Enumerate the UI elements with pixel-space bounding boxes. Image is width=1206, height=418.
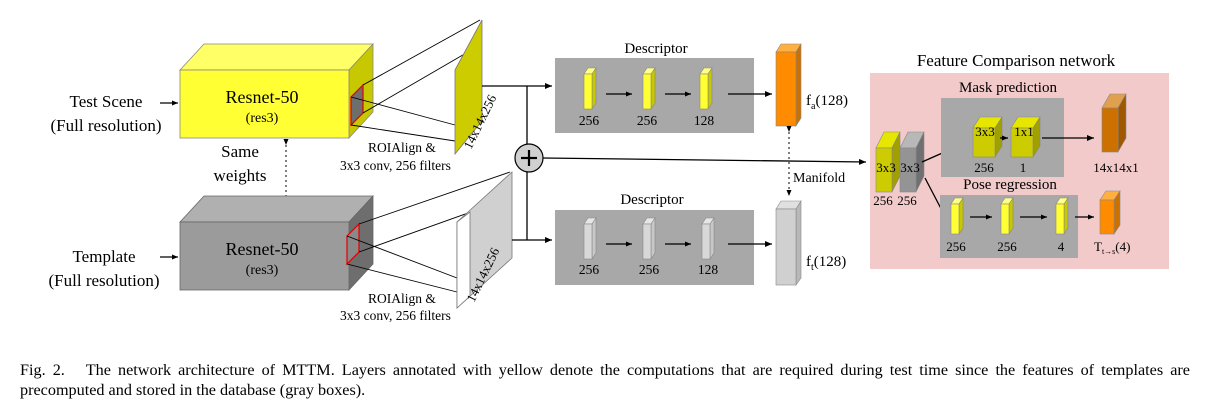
pose-output-label: Tt→s(4) bbox=[1094, 239, 1130, 256]
fcn-input-layer bbox=[875, 131, 901, 193]
roi-top-op: ROIAlign & bbox=[368, 140, 436, 155]
descriptor-bottom: Descriptor 256 256 128 bbox=[555, 192, 772, 285]
pose-layer bbox=[950, 197, 964, 235]
descriptor-bottom-layer bbox=[701, 217, 715, 260]
backbone-bottom: Resnet-50 (res3) bbox=[179, 194, 374, 292]
fcn-title: Feature Comparison network bbox=[917, 51, 1116, 70]
pose-layer bbox=[1000, 197, 1014, 235]
manifold-label: Manifold bbox=[793, 171, 845, 186]
roi-feature-map-bottom bbox=[456, 211, 471, 309]
figure-caption: Fig. 2. The network architecture of MTTM… bbox=[20, 360, 1190, 400]
mask-output-label: 14x14x1 bbox=[1093, 160, 1139, 175]
pose-dim: 4 bbox=[1058, 239, 1065, 254]
descriptor-bottom-dim: 256 bbox=[579, 262, 600, 277]
mask-dim: 256 bbox=[974, 160, 994, 175]
backbone-top: Resnet-50 (res3) bbox=[179, 42, 374, 140]
caption-text: The network architecture of MTTM. Layers… bbox=[20, 361, 1190, 399]
roi-bottom-conv: 3x3 conv, 256 filters bbox=[340, 308, 451, 323]
descriptor-top-output: fa(128) bbox=[775, 42, 848, 128]
descriptor-bottom-title: Descriptor bbox=[620, 192, 683, 208]
mask-title: Mask prediction bbox=[959, 80, 1057, 96]
shared-weights-line1: Same bbox=[221, 142, 259, 161]
backbone-top-sub: (res3) bbox=[246, 111, 279, 126]
template-resolution: (Full resolution) bbox=[49, 271, 160, 290]
plus-icon bbox=[514, 143, 544, 173]
pose-dim: 256 bbox=[997, 239, 1017, 254]
descriptor-top-dim: 128 bbox=[694, 113, 715, 128]
descriptor-bottom-dim: 256 bbox=[639, 262, 660, 277]
shared-weights-line2: weights bbox=[214, 166, 267, 185]
fcn-input-kernel: 3x3 bbox=[900, 160, 920, 175]
test-scene-resolution: (Full resolution) bbox=[51, 116, 162, 135]
descriptor-top-layer bbox=[583, 67, 597, 110]
fcn-input-dim: 256 bbox=[897, 193, 917, 208]
descriptor-top: Descriptor 256 256 128 bbox=[555, 41, 772, 133]
shared-weights: Same weights bbox=[214, 139, 289, 208]
descriptor-bottom-output: ft(128) bbox=[775, 199, 846, 286]
roi-feature-map-top bbox=[454, 19, 483, 156]
backbone-bottom-name: Resnet-50 bbox=[226, 239, 299, 259]
mask-kernel: 1x1 bbox=[1014, 124, 1034, 139]
mask-layer bbox=[1010, 115, 1041, 159]
descriptor-top-layer bbox=[642, 67, 656, 110]
backbone-bottom-sub: (res3) bbox=[246, 263, 279, 278]
fcn-input-kernel: 3x3 bbox=[876, 160, 896, 175]
descriptor-top-layer bbox=[699, 67, 713, 110]
caption-label: Fig. 2. bbox=[20, 361, 65, 379]
descriptor-top-dim: 256 bbox=[579, 113, 600, 128]
descriptor-top-title: Descriptor bbox=[624, 41, 687, 57]
roi-bottom: ROIAlign & 3x3 conv, 256 filters 14x14x2… bbox=[340, 171, 513, 323]
descriptor-bottom-dim: 128 bbox=[698, 262, 719, 277]
pose-dim: 256 bbox=[946, 239, 966, 254]
descriptor-bottom-layer bbox=[642, 217, 656, 260]
fcn-input-layer bbox=[899, 131, 925, 193]
fa-label: fa(128) bbox=[806, 93, 848, 112]
test-scene-input: Test Scene (Full resolution) bbox=[51, 92, 178, 135]
mask-kernel: 3x3 bbox=[975, 124, 995, 139]
connections bbox=[482, 83, 867, 243]
test-scene-label: Test Scene bbox=[70, 92, 143, 111]
ft-label: ft(128) bbox=[806, 254, 846, 273]
backbone-top-name: Resnet-50 bbox=[226, 87, 299, 107]
descriptor-top-dim: 256 bbox=[637, 113, 658, 128]
template-input: Template (Full resolution) bbox=[49, 247, 178, 290]
roi-top-conv: 3x3 conv, 256 filters bbox=[340, 158, 451, 173]
roi-bottom-op: ROIAlign & bbox=[368, 291, 436, 306]
mask-layer bbox=[972, 115, 1003, 159]
fcn-input-dim: 256 bbox=[873, 193, 893, 208]
pose-title: Pose regression bbox=[963, 177, 1057, 193]
mask-output bbox=[1101, 92, 1127, 154]
pose-layer bbox=[1055, 197, 1069, 235]
manifold-link: Manifold bbox=[786, 126, 845, 196]
pose-output bbox=[1099, 190, 1121, 235]
mask-dim: 1 bbox=[1020, 160, 1027, 175]
descriptor-bottom-layer bbox=[583, 217, 597, 260]
template-label: Template bbox=[72, 247, 135, 266]
feature-comparison-network: Feature Comparison network 3x3 3x3 256 2… bbox=[870, 51, 1169, 269]
